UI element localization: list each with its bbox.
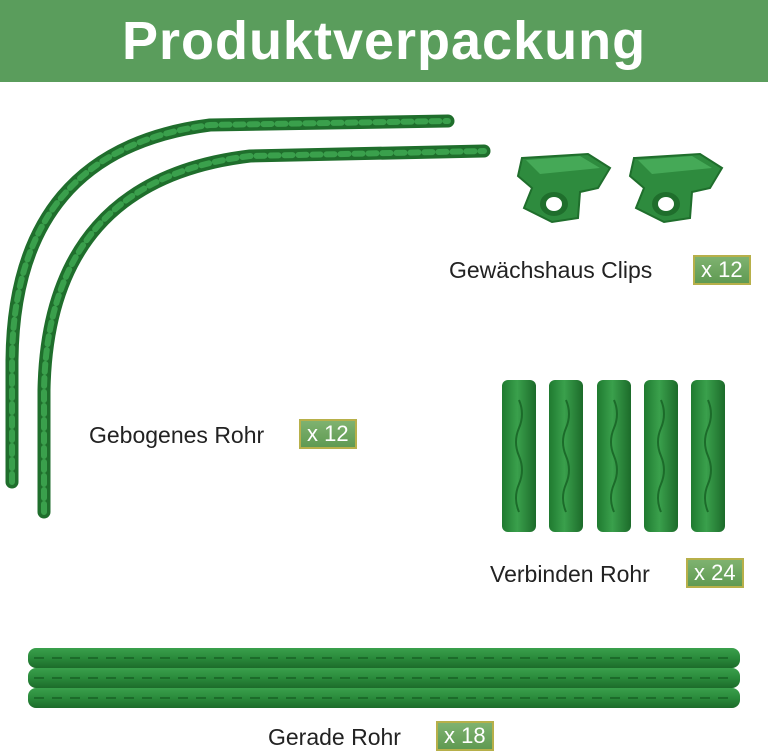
label-straight-tube: Gerade Rohr: [268, 724, 401, 750]
count-badge-greenhouse-clips: x 12: [693, 255, 751, 285]
straight-tube-icon: [28, 648, 740, 708]
connector-tube-icon: [502, 380, 725, 532]
header-banner: Produktverpackung: [0, 0, 768, 82]
label-greenhouse-clips: Gewächshaus Clips: [449, 257, 653, 283]
curved-tube-icon: [5, 114, 491, 519]
page-title: Produktverpackung: [121, 11, 647, 71]
count-badge-connector-tube: x 24: [686, 558, 744, 588]
count-badge-straight-tube: x 18: [436, 721, 494, 751]
count-badge-curved-tube: x 12: [299, 419, 357, 449]
label-curved-tube: Gebogenes Rohr: [89, 422, 265, 448]
greenhouse-clip-icon: [516, 152, 724, 224]
label-connector-tube: Verbinden Rohr: [490, 561, 650, 587]
